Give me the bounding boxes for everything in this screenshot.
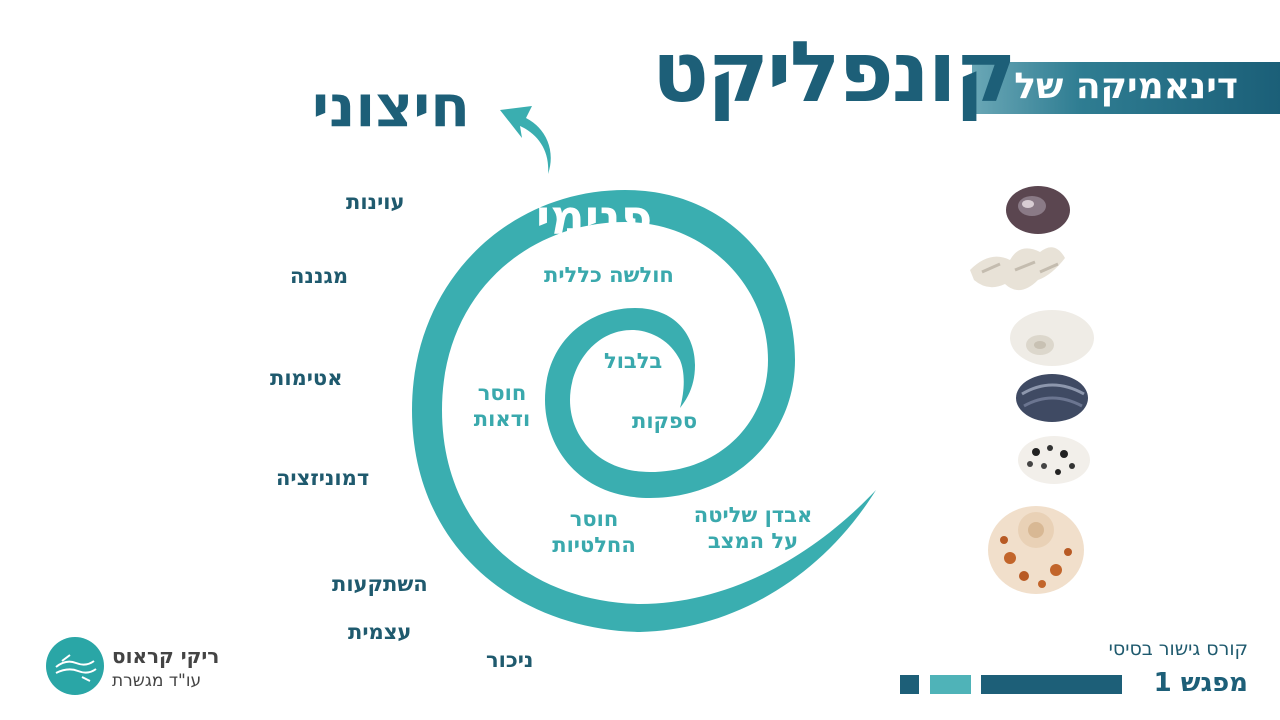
outer-word: מגננה bbox=[290, 264, 349, 288]
spotted-shell-icon bbox=[1018, 436, 1090, 484]
white-shell-icon bbox=[1010, 310, 1094, 366]
coral-icon bbox=[970, 247, 1065, 291]
inner-word-indecision-line1: חוסר bbox=[569, 507, 619, 531]
progress-bar-long bbox=[981, 675, 1122, 694]
shell-icon bbox=[1006, 186, 1070, 234]
progress-bar-medium bbox=[930, 675, 971, 694]
outer-word: ניכור bbox=[486, 648, 534, 672]
inner-word-doubts: ספקות bbox=[632, 409, 698, 433]
outer-word: אטימות bbox=[270, 366, 343, 390]
progress-bar-small bbox=[900, 675, 919, 694]
curved-arrow-icon bbox=[500, 106, 551, 174]
inner-word-general-weakness: חולשה כללית bbox=[544, 263, 674, 287]
outer-word: עוינות bbox=[346, 190, 405, 214]
shells-column bbox=[970, 186, 1094, 594]
large-shell-icon bbox=[988, 506, 1084, 594]
author-title: עו"ד מגשרת bbox=[112, 671, 202, 691]
inner-word-loss-control-line2: על המצב bbox=[707, 529, 799, 554]
inner-label: פנימי bbox=[536, 190, 653, 246]
meeting-label: מפגש 1 bbox=[1153, 668, 1248, 698]
outer-word: עצמית bbox=[348, 620, 412, 644]
inner-word-confusion: בלבול bbox=[604, 349, 663, 373]
spiral-graphic bbox=[412, 190, 876, 632]
inner-word-uncertainty: חוסר ודאות bbox=[470, 380, 534, 433]
author-name: ריקי קראוס bbox=[112, 644, 220, 668]
inner-word-loss-control: אבדן שליטה על המצב bbox=[688, 502, 818, 555]
title-band-text: דינאמיקה של bbox=[1014, 66, 1238, 107]
inner-word-loss-control-line1: אבדן שליטה bbox=[693, 503, 813, 527]
inner-word-indecision: חוסר החלטיות bbox=[548, 506, 640, 559]
outer-word: השתקעות bbox=[332, 572, 428, 596]
course-name: קורס גישור בסיסי bbox=[1108, 638, 1248, 660]
outer-word: דמוניזציה bbox=[276, 466, 370, 490]
page-title: קונפליקט bbox=[652, 23, 1016, 121]
inner-word-uncertainty-line1: חוסר bbox=[477, 381, 527, 405]
inner-word-uncertainty-line2: ודאות bbox=[473, 407, 531, 432]
logo-hands-icon bbox=[46, 637, 104, 695]
inner-word-indecision-line2: החלטיות bbox=[552, 533, 636, 558]
external-label: חיצוני bbox=[312, 72, 471, 140]
dark-shell-icon bbox=[1016, 374, 1088, 422]
title-band bbox=[972, 62, 1280, 114]
